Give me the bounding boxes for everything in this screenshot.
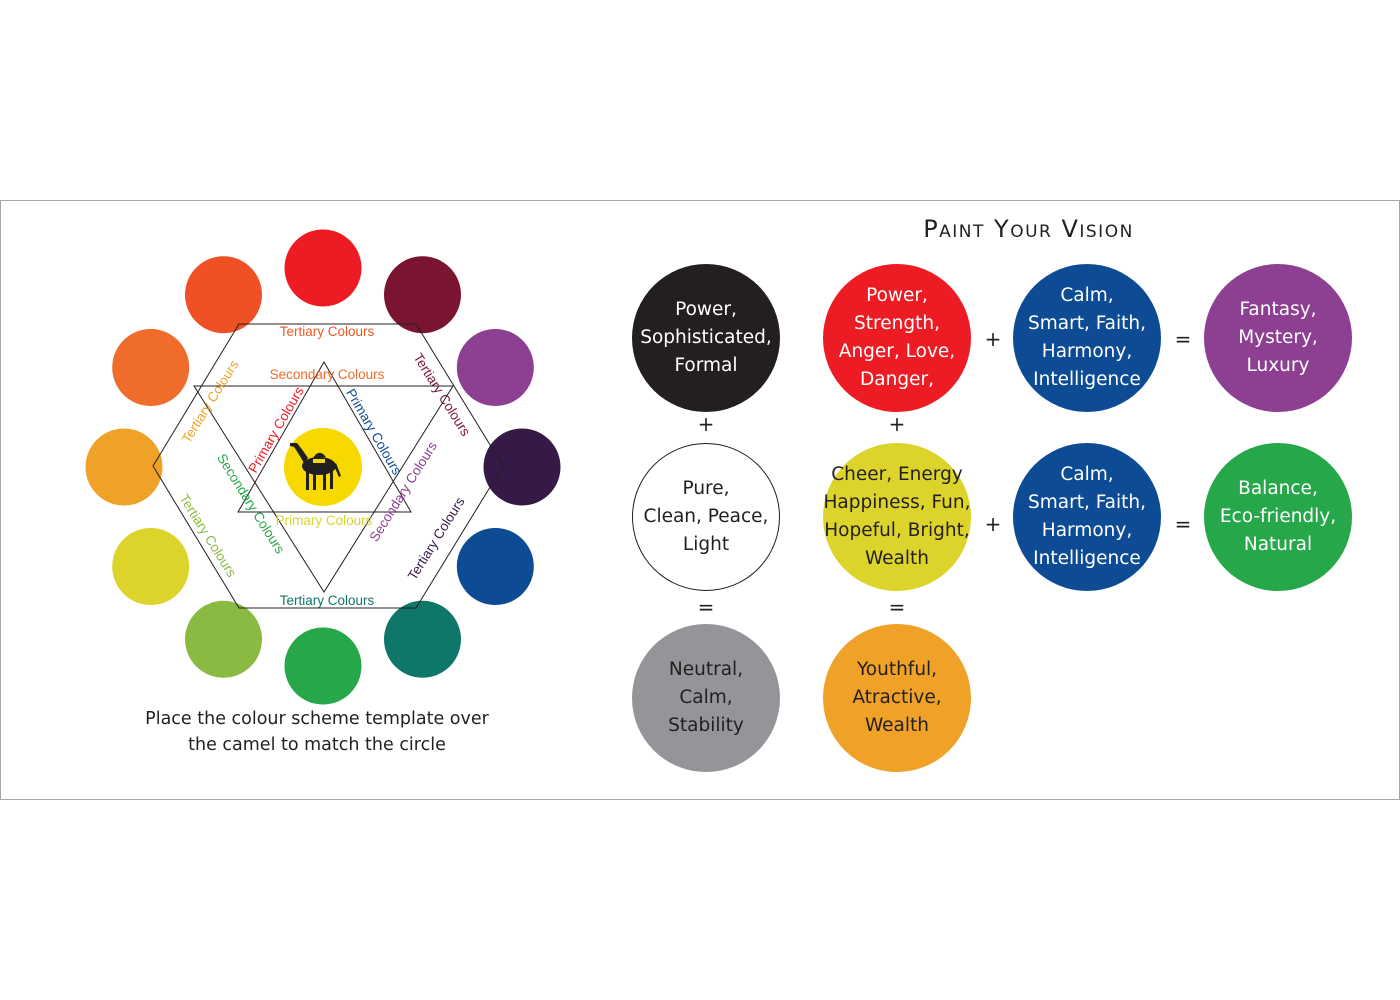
wheel-circle-yellow-green xyxy=(185,600,262,678)
circle-text-line: Light xyxy=(682,534,730,555)
label-primary-bottom: Primary Colours xyxy=(276,513,373,528)
label-tertiary-bottom: Tertiary Colours xyxy=(280,593,375,608)
paint-your-vision-title: Paint Your Vision xyxy=(923,215,1134,243)
circle-text-line: Intelligence xyxy=(1033,369,1141,390)
equals-sign: = xyxy=(888,595,906,619)
circle-text-line: Calm, xyxy=(679,687,733,708)
circle-text-line: Wealth xyxy=(864,715,930,736)
equals-sign: = xyxy=(1174,327,1192,351)
circle-text-line: Formal xyxy=(674,355,738,376)
circle-text-line: Clean, Peace, xyxy=(643,506,769,527)
plus-sign: + xyxy=(697,412,715,436)
circle-text-line: Fantasy, xyxy=(1239,299,1317,320)
circle-text-line: Happiness, Fun, xyxy=(823,492,971,513)
red-circle: Power, Strength, Anger, Love, Danger, xyxy=(823,264,971,412)
circle-text-line: Balance, xyxy=(1238,478,1318,499)
label-secondary-top: Secondary Colours xyxy=(270,367,385,382)
circle-text-line: Pure, xyxy=(682,478,730,499)
circle-text-line: Power, xyxy=(675,299,737,320)
wheel-circle-yellow xyxy=(112,528,190,605)
circle-text-line: Cheer, Energy xyxy=(831,464,963,485)
wheel-circle-orange xyxy=(112,329,190,406)
triangle-up xyxy=(237,360,412,513)
circle-text-line: Hopeful, Bright, xyxy=(824,520,970,541)
wheel-circle-orange-yellow xyxy=(85,428,163,506)
circle-text-line: Youthful, xyxy=(856,659,938,680)
circle-text-line: Luxury xyxy=(1246,355,1310,376)
caption-line-2: the camel to match the circle xyxy=(188,735,446,755)
infographic-panel: Tertiary Colours Tertiary Colours Tertia… xyxy=(0,200,1400,800)
wheel-circle-red-orange xyxy=(185,256,262,334)
outer-hexagon xyxy=(152,323,504,609)
circle-text-line: Stability xyxy=(668,715,744,736)
instruction-caption: Place the colour scheme template over th… xyxy=(101,706,533,758)
circle-text-line: Power, xyxy=(866,285,928,306)
orange-circle: Youthful, Atractive, Wealth xyxy=(823,624,971,772)
circle-text-line: Atractive, xyxy=(852,687,942,708)
wheel-circle-dark-violet xyxy=(483,428,561,506)
blue-circle-middle: Calm, Smart, Faith, Harmony, Intelligence xyxy=(1013,443,1161,591)
camel-icon xyxy=(290,443,341,490)
circle-text-line: Natural xyxy=(1243,534,1313,555)
green-circle: Balance, Eco-friendly, Natural xyxy=(1204,443,1352,591)
white-circle: Pure, Clean, Peace, Light xyxy=(632,443,780,591)
blue-circle-top: Calm, Smart, Faith, Harmony, Intelligence xyxy=(1013,264,1161,412)
hexagon-template xyxy=(152,323,504,609)
grey-circle: Neutral, Calm, Stability xyxy=(632,624,780,772)
wheel-circle-maroon xyxy=(384,256,461,334)
circle-text-line: Sophisticated, xyxy=(640,327,772,348)
circle-text-line: Mystery, xyxy=(1238,327,1318,348)
purple-circle: Fantasy, Mystery, Luxury xyxy=(1204,264,1352,412)
plus-sign: + xyxy=(984,327,1002,351)
circle-text-line: Harmony, xyxy=(1041,520,1133,541)
circle-text-line: Danger, xyxy=(860,369,934,390)
colour-wheel-diagram: Tertiary Colours Tertiary Colours Tertia… xyxy=(85,229,561,705)
circle-text-line: Eco-friendly, xyxy=(1219,506,1337,527)
caption-line-1: Place the colour scheme template over xyxy=(145,709,489,729)
black-circle: Power, Sophisticated, Formal xyxy=(632,264,780,412)
wheel-circle-purple xyxy=(456,329,534,406)
circle-text-line: Anger, Love, xyxy=(838,341,956,362)
wheel-circle-red xyxy=(284,229,362,307)
circle-text-line: Harmony, xyxy=(1041,341,1133,362)
circle-text-line: Smart, Faith, xyxy=(1027,492,1146,513)
circle-text-line: Smart, Faith, xyxy=(1027,313,1146,334)
circle-text-line: Wealth xyxy=(864,548,930,569)
equals-sign: = xyxy=(697,595,715,619)
label-tertiary-top: Tertiary Colours xyxy=(280,324,375,339)
plus-sign: + xyxy=(984,512,1002,536)
wheel-circle-blue xyxy=(456,528,534,605)
circle-text-line: Calm, xyxy=(1060,285,1114,306)
circle-text-line: Intelligence xyxy=(1033,548,1141,569)
plus-sign: + xyxy=(888,412,906,436)
circle-text-line: Neutral, xyxy=(668,659,744,680)
circle-text-line: Calm, xyxy=(1060,464,1114,485)
triangle-down xyxy=(193,385,454,593)
circle-text-line: Strength, xyxy=(854,313,940,334)
equals-sign: = xyxy=(1174,512,1192,536)
wheel-circle-green xyxy=(284,627,362,705)
wheel-circle-teal xyxy=(384,600,461,678)
